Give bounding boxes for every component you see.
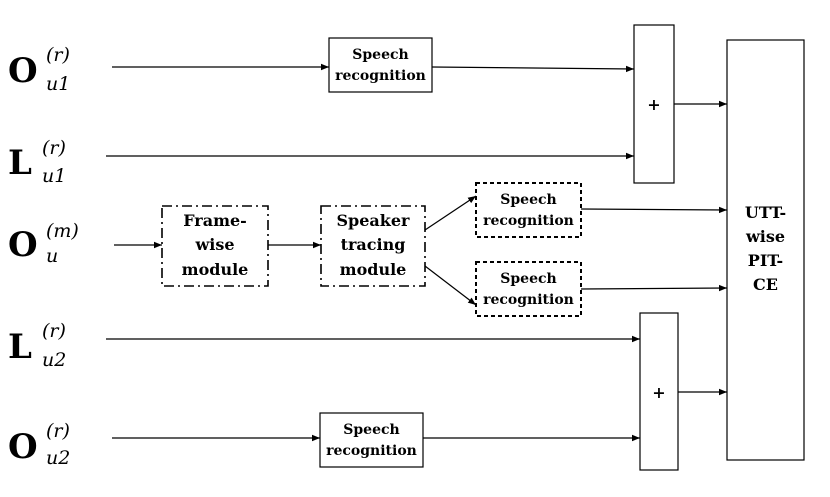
svg-text:Speech: Speech	[500, 192, 556, 208]
arrow-sr-top-to-concat-top	[431, 65, 635, 73]
svg-text:recognition: recognition	[326, 443, 417, 459]
svg-text:Speech: Speech	[500, 271, 556, 287]
svg-text:u: u	[46, 245, 58, 267]
svg-text:recognition: recognition	[483, 292, 574, 308]
svg-text:Frame-: Frame-	[183, 211, 247, 230]
svg-text:(r): (r)	[46, 420, 70, 442]
svg-text:+: +	[647, 95, 660, 114]
svg-text:module: module	[182, 260, 249, 279]
input-l-u1: L (r) u1	[8, 137, 66, 187]
svg-text:wise: wise	[194, 235, 234, 254]
arrow-sr-mid-upper-to-utt	[580, 206, 728, 214]
speech-recognition-block-mid-lower: Speech recognition	[475, 261, 582, 317]
speaker-tracing-module-block: Speaker tracing module	[320, 205, 426, 287]
svg-text:O: O	[8, 51, 38, 91]
input-o-u: O (m) u	[8, 220, 79, 267]
speech-recognition-block-top: Speech recognition	[328, 37, 433, 93]
svg-text:L: L	[8, 143, 32, 183]
svg-text:tracing: tracing	[341, 235, 406, 254]
svg-text:recognition: recognition	[335, 68, 426, 84]
svg-text:recognition: recognition	[483, 213, 574, 229]
frame-wise-module-block: Frame- wise module	[161, 205, 269, 287]
svg-text:Speech: Speech	[352, 47, 408, 63]
svg-text:O: O	[8, 427, 38, 467]
svg-text:u1: u1	[46, 73, 70, 95]
svg-text:(r): (r)	[46, 44, 70, 66]
input-o-u1: O (r) u1	[8, 44, 70, 95]
svg-text:u2: u2	[46, 447, 70, 469]
svg-text:PIT-: PIT-	[748, 251, 783, 270]
svg-text:wise: wise	[745, 227, 785, 246]
svg-text:u1: u1	[42, 165, 66, 187]
svg-text:Speech: Speech	[343, 422, 399, 438]
svg-text:CE: CE	[753, 275, 778, 294]
arrow-speaker-tracing-to-sr-mid-lower	[424, 265, 477, 306]
svg-text:Speaker: Speaker	[337, 211, 411, 230]
input-l-u2: L (r) u2	[8, 320, 66, 371]
svg-text:(m): (m)	[46, 220, 79, 242]
svg-text:(r): (r)	[42, 137, 66, 159]
svg-text:O: O	[8, 225, 38, 265]
utt-pit-ce-block: UTT- wise PIT- CE	[726, 39, 805, 461]
input-o-u2: O (r) u2	[8, 420, 70, 469]
concat-block-top: +	[633, 24, 675, 184]
svg-text:u2: u2	[42, 349, 66, 371]
svg-text:module: module	[340, 260, 407, 279]
svg-text:(r): (r)	[42, 320, 66, 342]
speech-recognition-block-bottom: Speech recognition	[319, 412, 424, 468]
arrow-speaker-tracing-to-sr-mid-upper	[424, 195, 477, 231]
svg-text:+: +	[652, 383, 665, 402]
arrow-sr-mid-lower-to-utt	[580, 284, 728, 292]
concat-block-bottom: +	[639, 312, 679, 471]
svg-text:UTT-: UTT-	[745, 203, 786, 222]
speech-recognition-block-mid-upper: Speech recognition	[475, 182, 582, 238]
svg-text:L: L	[8, 327, 32, 367]
